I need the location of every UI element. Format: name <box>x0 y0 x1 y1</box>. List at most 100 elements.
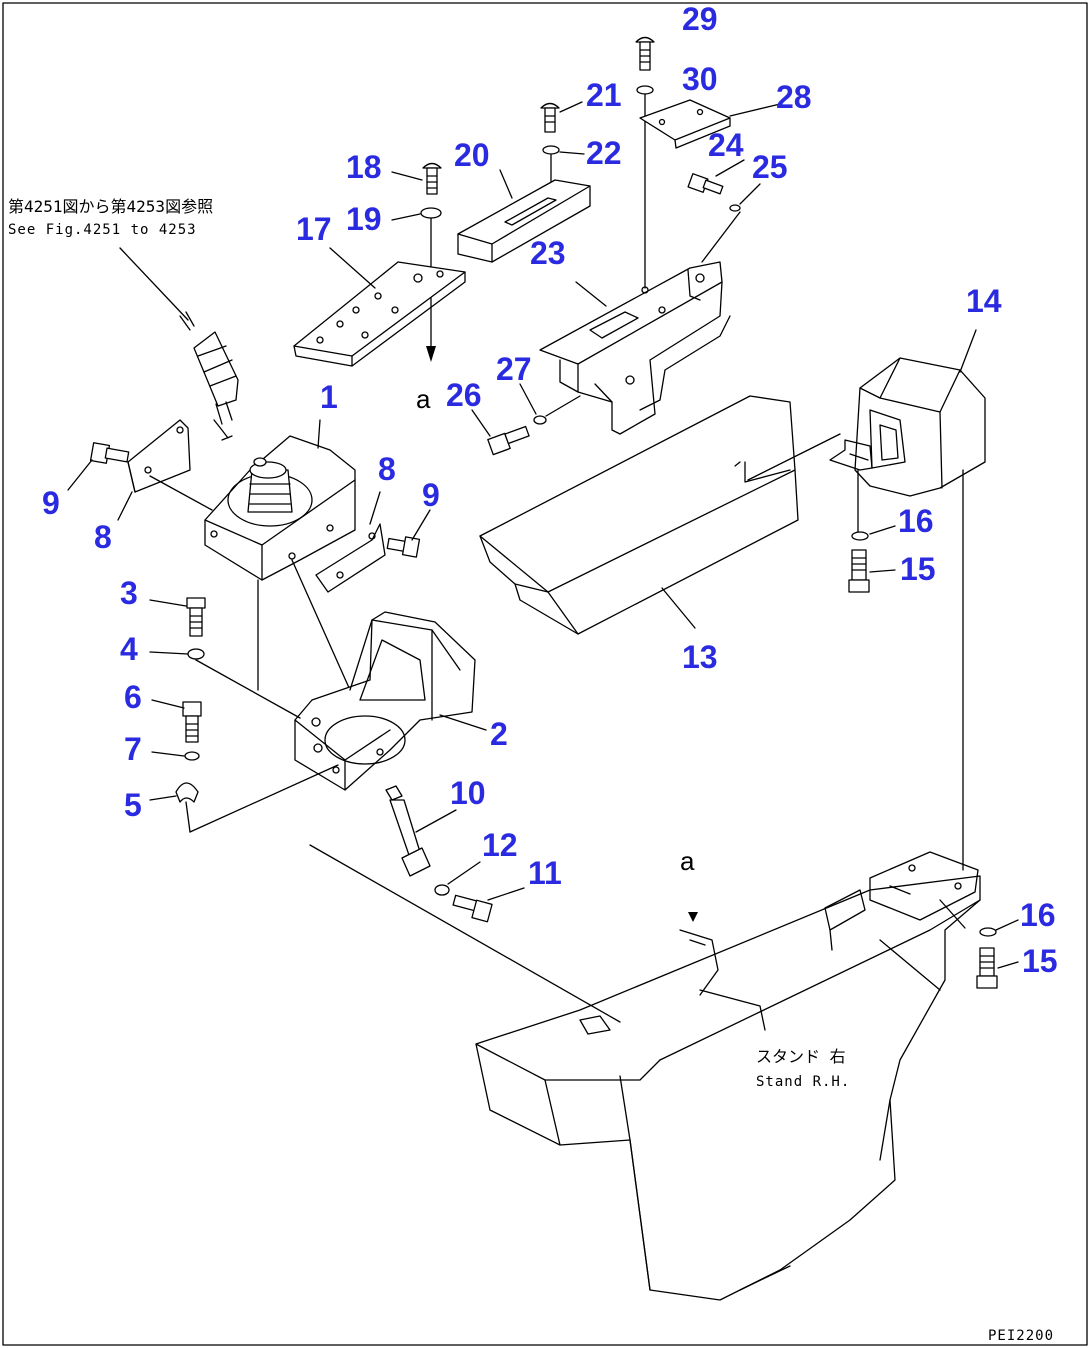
callout-9-left: 9 <box>42 485 60 521</box>
leader-3 <box>149 599 187 607</box>
leader-9-right <box>411 509 431 541</box>
callout-6: 6 <box>124 679 142 715</box>
callout-10: 10 <box>450 775 486 811</box>
part-11-bolt <box>452 894 493 923</box>
marker-a-upper: a <box>416 384 431 414</box>
leader-19 <box>391 213 421 221</box>
leader-22 <box>559 151 585 155</box>
callout-1: 1 <box>320 379 338 415</box>
callout-26: 26 <box>446 377 482 413</box>
leader-23 <box>575 281 607 307</box>
leader-24-bracket <box>701 211 741 263</box>
part-19-washer <box>420 207 442 219</box>
leader-14 <box>959 329 977 373</box>
leader-reference-hatch <box>179 311 195 331</box>
leader-15-lower <box>997 961 1019 969</box>
leader-8-left-callout <box>117 491 133 521</box>
callout-21: 21 <box>586 77 622 113</box>
part-22-washer <box>542 145 560 155</box>
leader-12 <box>447 861 481 885</box>
part-17-bracket-plate <box>293 261 466 367</box>
leader-2 <box>439 714 487 731</box>
leader-11 <box>487 887 525 901</box>
arrow-head-a <box>426 346 436 362</box>
part-7-washer <box>184 751 200 761</box>
callout-20: 20 <box>454 137 490 173</box>
part-28-plate <box>639 99 731 149</box>
callout-28: 28 <box>776 79 812 115</box>
leader-4-bracket <box>195 659 301 719</box>
leader-5 <box>149 795 177 801</box>
callout-19: 19 <box>346 201 382 237</box>
callout-8-left: 8 <box>94 519 112 555</box>
callout-25: 25 <box>752 149 788 185</box>
part-15-bolt-upper <box>848 549 870 593</box>
leader-6 <box>151 699 185 709</box>
part-4-washer <box>187 648 205 660</box>
reference-note-jp: 第4251図から第4253図参照 <box>8 197 213 216</box>
part-8-bracket-right <box>315 523 386 593</box>
leader-24 <box>715 159 745 177</box>
leader-17 <box>329 247 376 289</box>
leader-reference <box>119 247 189 321</box>
callout-23: 23 <box>530 235 566 271</box>
part-16-washer-upper <box>851 531 869 541</box>
part-18-screw <box>422 162 442 195</box>
leader-5-bracket <box>189 764 339 833</box>
leader-4 <box>149 651 189 655</box>
part-23-lever-bracket <box>539 261 731 435</box>
callout-30: 30 <box>682 61 718 97</box>
callout-12: 12 <box>482 827 518 863</box>
leader-1-down-b <box>291 559 351 691</box>
callout-13: 13 <box>682 639 718 675</box>
part-1-lever-housing <box>204 435 356 581</box>
drawing-code: PEI2200 <box>988 1328 1054 1344</box>
callout-4: 4 <box>120 631 138 667</box>
part-27-washer <box>533 415 547 425</box>
marker-a-lower: a <box>680 846 695 876</box>
callout-16-lower: 16 <box>1020 897 1056 933</box>
callout-9-right: 9 <box>422 477 440 513</box>
leader-stand-washer <box>939 899 966 929</box>
callout-11: 11 <box>528 855 562 891</box>
leader-21 <box>559 101 583 113</box>
callout-17: 17 <box>296 211 332 247</box>
part-14-console-box <box>829 357 986 497</box>
part-10-rod <box>385 785 431 877</box>
part-29-bolt <box>635 36 655 71</box>
leader-18 <box>391 171 423 181</box>
callout-5: 5 <box>124 787 142 823</box>
leader-27 <box>519 383 537 415</box>
part-16-washer-lower <box>979 927 997 937</box>
stand-rh-body <box>475 851 981 1301</box>
callout-7: 7 <box>124 731 142 767</box>
callout-15-lower: 15 <box>1022 943 1058 979</box>
leader-26 <box>471 409 491 437</box>
part-30-washer <box>636 85 654 95</box>
callout-16-upper: 16 <box>898 503 934 539</box>
part-26-bolt <box>487 425 530 456</box>
leader-7 <box>151 751 185 757</box>
callout-29: 29 <box>682 1 718 37</box>
lever-grip <box>193 331 239 441</box>
part-24-bolt <box>687 173 724 195</box>
part-3-bolt <box>186 597 206 637</box>
leader-20 <box>499 169 513 199</box>
part-8-bracket-left <box>127 419 191 493</box>
callout-24: 24 <box>708 127 744 163</box>
part-2-base-bracket <box>294 611 476 791</box>
callout-27: 27 <box>496 351 532 387</box>
part-6-bolt <box>182 701 202 743</box>
leader-8-right <box>369 491 381 525</box>
reference-note-en: See Fig.4251 to 4253 <box>8 222 197 238</box>
part-5-clip <box>175 782 199 833</box>
leader-13-to-14 <box>747 433 841 481</box>
leader-27-bracket <box>545 395 581 417</box>
leader-16-lower <box>995 919 1019 931</box>
leader-8-left <box>149 475 213 511</box>
leader-1 <box>317 419 321 449</box>
part-9-bolt-right <box>386 536 421 558</box>
arrow-marker-a-lower <box>688 912 698 922</box>
callout-3: 3 <box>120 575 138 611</box>
